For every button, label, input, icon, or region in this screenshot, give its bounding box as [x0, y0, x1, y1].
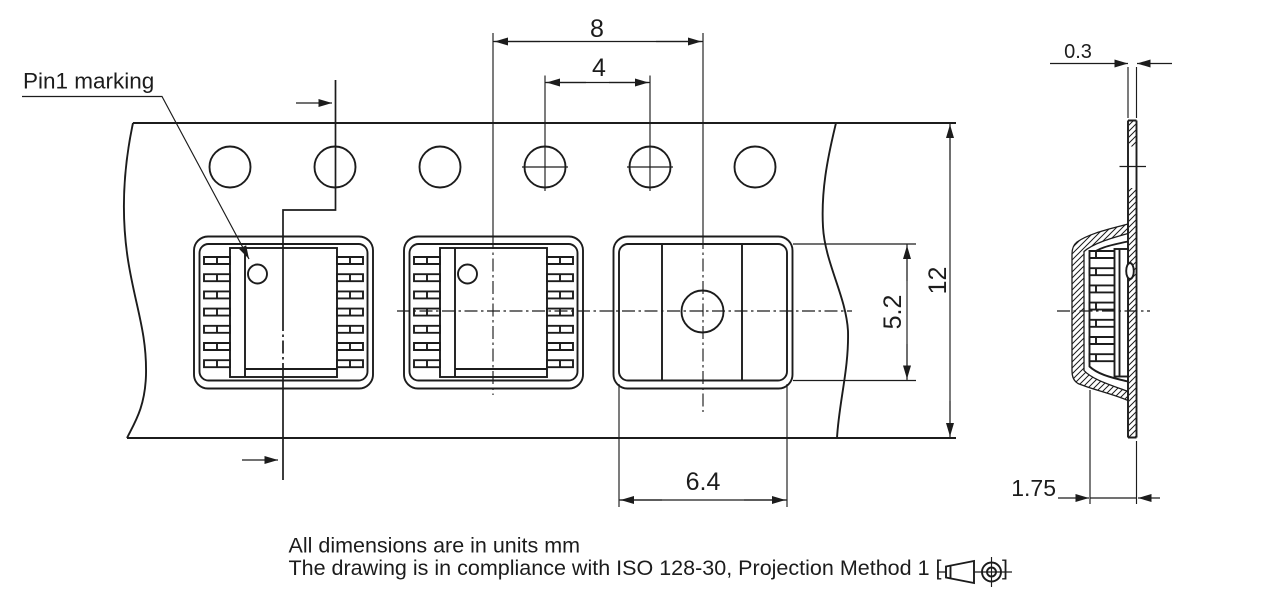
top-view: 8 4 12 5.2 6.4 Pi: [22, 15, 956, 507]
projection-cone-side: [945, 559, 975, 585]
ext-lines-6-4: [618, 384, 788, 507]
sprocket-hole: [418, 145, 462, 189]
ext-lines-0-3: [1127, 67, 1138, 118]
compliance-note-close-bracket: ]: [1002, 556, 1008, 580]
pin1-leader-line: [22, 95, 250, 260]
tape-right-break-line: [821, 122, 849, 439]
dim-text-pocket-length: 5.2: [879, 295, 907, 330]
dimension-pocket-depth: 1.75: [1011, 390, 1160, 504]
centerlines: [397, 33, 852, 412]
pin1-marking-label: Pin1 marking: [23, 69, 154, 94]
ic-package-side: [1088, 248, 1135, 378]
dimension-pocket-width: 6.4: [618, 384, 788, 507]
dim-text-pocket-pitch: 8: [590, 15, 604, 43]
dimension-hole-pitch: 4: [545, 54, 650, 87]
drawing-notes: All dimensions are in units mm The drawi…: [289, 534, 1012, 587]
projection-cone-front-inner: [986, 566, 997, 578]
dimension-tape-thickness: 0.3: [1050, 41, 1172, 118]
section-cut-line: [242, 80, 337, 480]
hatch-strip-upper: [1129, 121, 1136, 147]
pin1-callout: Pin1 marking: [22, 69, 250, 260]
ext-lines-1-75: [1089, 390, 1138, 504]
ic-packages: [203, 247, 574, 378]
projection-cone-front-outer: [981, 561, 1002, 583]
pin1-dot-side: [1125, 262, 1135, 280]
dim-text-tape-thickness: 0.3: [1064, 41, 1092, 63]
dimension-tape-width: 12: [924, 123, 954, 438]
section-line-upper: [282, 80, 337, 318]
hatch-strip-lower: [1129, 188, 1136, 437]
dim-text-hole-pitch: 4: [592, 54, 606, 82]
sprocket-hole: [733, 145, 777, 189]
dimension-pocket-length: 5.2: [793, 243, 916, 382]
units-note: All dimensions are in units mm: [289, 534, 581, 558]
tape-left-break-line: [122, 122, 147, 439]
dim-text-pocket-depth: 1.75: [1011, 475, 1056, 501]
side-section-view: 0.3 1.75: [1011, 41, 1172, 504]
pocket-wall-section: [1071, 223, 1129, 402]
dimension-pocket-pitch: 8: [493, 15, 703, 46]
package-body-side: [1113, 248, 1129, 378]
sprocket-holes: [208, 145, 777, 189]
hole-centerlines-vertical: [544, 75, 651, 191]
dim-text-tape-width: 12: [924, 267, 952, 295]
ext-lines-5-2: [793, 243, 916, 382]
first-angle-projection-icon: [938, 557, 1012, 587]
package-leads-side: [1088, 250, 1118, 363]
compliance-note: The drawing is in compliance with ISO 12…: [289, 556, 942, 580]
sprocket-hole: [208, 145, 252, 189]
dim-text-pocket-width: 6.4: [686, 468, 721, 496]
